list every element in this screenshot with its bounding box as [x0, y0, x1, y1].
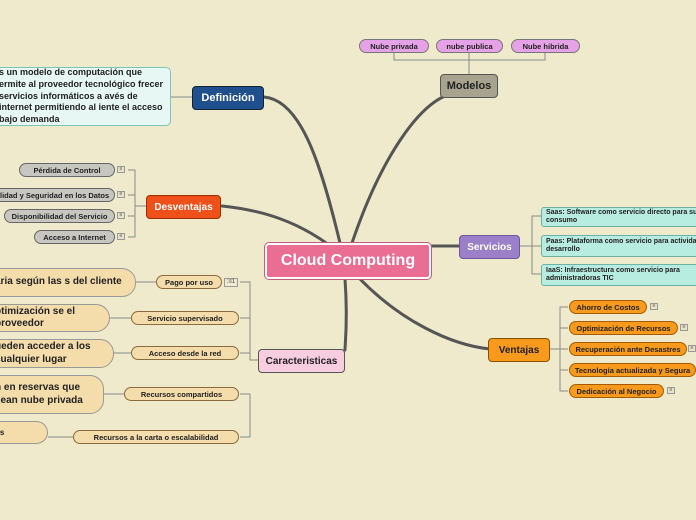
- servicio-paas[interactable]: Paas: Plataforma como servicio para acti…: [541, 235, 696, 257]
- modelos-topic[interactable]: Modelos: [440, 74, 498, 98]
- modelo-nube-privada[interactable]: Nube privada: [359, 39, 429, 53]
- notes-icon[interactable]: ≡: [650, 303, 658, 310]
- servicio-iaas[interactable]: IaaS: Infraestructura como servicio para…: [541, 264, 696, 286]
- notes-icon[interactable]: ≡: [117, 233, 125, 240]
- definicion-topic[interactable]: Definición: [192, 86, 264, 110]
- desventaja-calidad-seguridad[interactable]: alidad y Seguridad en los Datos: [0, 188, 115, 202]
- servicios-topic[interactable]: Servicios: [459, 235, 520, 259]
- ventaja-dedicacion-negocio[interactable]: Dedicación al Negocio: [569, 384, 664, 398]
- notes-icon[interactable]: ≡: [117, 191, 125, 198]
- ventaja-ahorro-costos[interactable]: Ahorro de Costos: [569, 300, 647, 314]
- desventajas-topic[interactable]: Desventajas: [146, 195, 221, 219]
- detalle-servicio-supervisado[interactable]: ptimización se el proveedor: [0, 304, 110, 332]
- definicion-text[interactable]: s un modelo de computación que ermite al…: [0, 67, 171, 126]
- desventaja-perdida-control[interactable]: Pérdida de Control: [19, 163, 115, 177]
- modelo-nube-hibrida[interactable]: Nube hibrida: [511, 39, 580, 53]
- caracteristica-acceso-red[interactable]: Acceso desde la red: [131, 346, 239, 360]
- notes-icon[interactable]: ≡: [688, 345, 696, 352]
- detalle-pago-por-uso[interactable]: aria según las s del cliente: [0, 268, 136, 297]
- modelo-nube-publica[interactable]: nube publica: [436, 39, 503, 53]
- caracteristicas-topic[interactable]: Caracteristicas: [258, 349, 345, 373]
- servicio-saas[interactable]: Saas: Software como servicio directo par…: [541, 207, 696, 227]
- notes-icon[interactable]: ≡: [117, 166, 125, 173]
- ventaja-tecnologia-actualizada[interactable]: Tecnología actualizada y Segura: [569, 363, 696, 377]
- caracteristica-pago-por-uso[interactable]: Pago por uso: [156, 275, 222, 289]
- detalle-acceso-red[interactable]: ueden acceder a los cualquier lugar: [0, 339, 114, 368]
- notes-icon[interactable]: ≡: [667, 387, 675, 394]
- desventaja-acceso-internet[interactable]: Acceso a Internet: [34, 230, 115, 244]
- notes-icon[interactable]: ≡: [117, 212, 125, 219]
- notes-icon[interactable]: ≡: [680, 324, 688, 331]
- detalle-recursos-compartidos[interactable]: n en reservas que sean nube privada: [0, 375, 104, 414]
- caracteristica-escalabilidad[interactable]: Recursos a la carta o escalabilidad: [73, 430, 239, 444]
- ventajas-topic[interactable]: Ventajas: [488, 338, 550, 362]
- ventaja-recuperacion-desastres[interactable]: Recuperación ante Desastres: [569, 342, 687, 356]
- caracteristica-recursos-compartidos[interactable]: Recursos compartidos: [124, 387, 239, 401]
- ventaja-optimizacion-recursos[interactable]: Optimización de Recursos: [569, 321, 678, 335]
- desventaja-disponibilidad[interactable]: Disponibilidad del Servicio: [4, 209, 115, 223]
- list-icon[interactable]: :≡1: [224, 278, 238, 287]
- caracteristica-servicio-supervisado[interactable]: Servicio supervisado: [131, 311, 239, 325]
- central-topic[interactable]: Cloud Computing: [265, 243, 431, 279]
- detalle-escalabilidad[interactable]: os: [0, 421, 48, 444]
